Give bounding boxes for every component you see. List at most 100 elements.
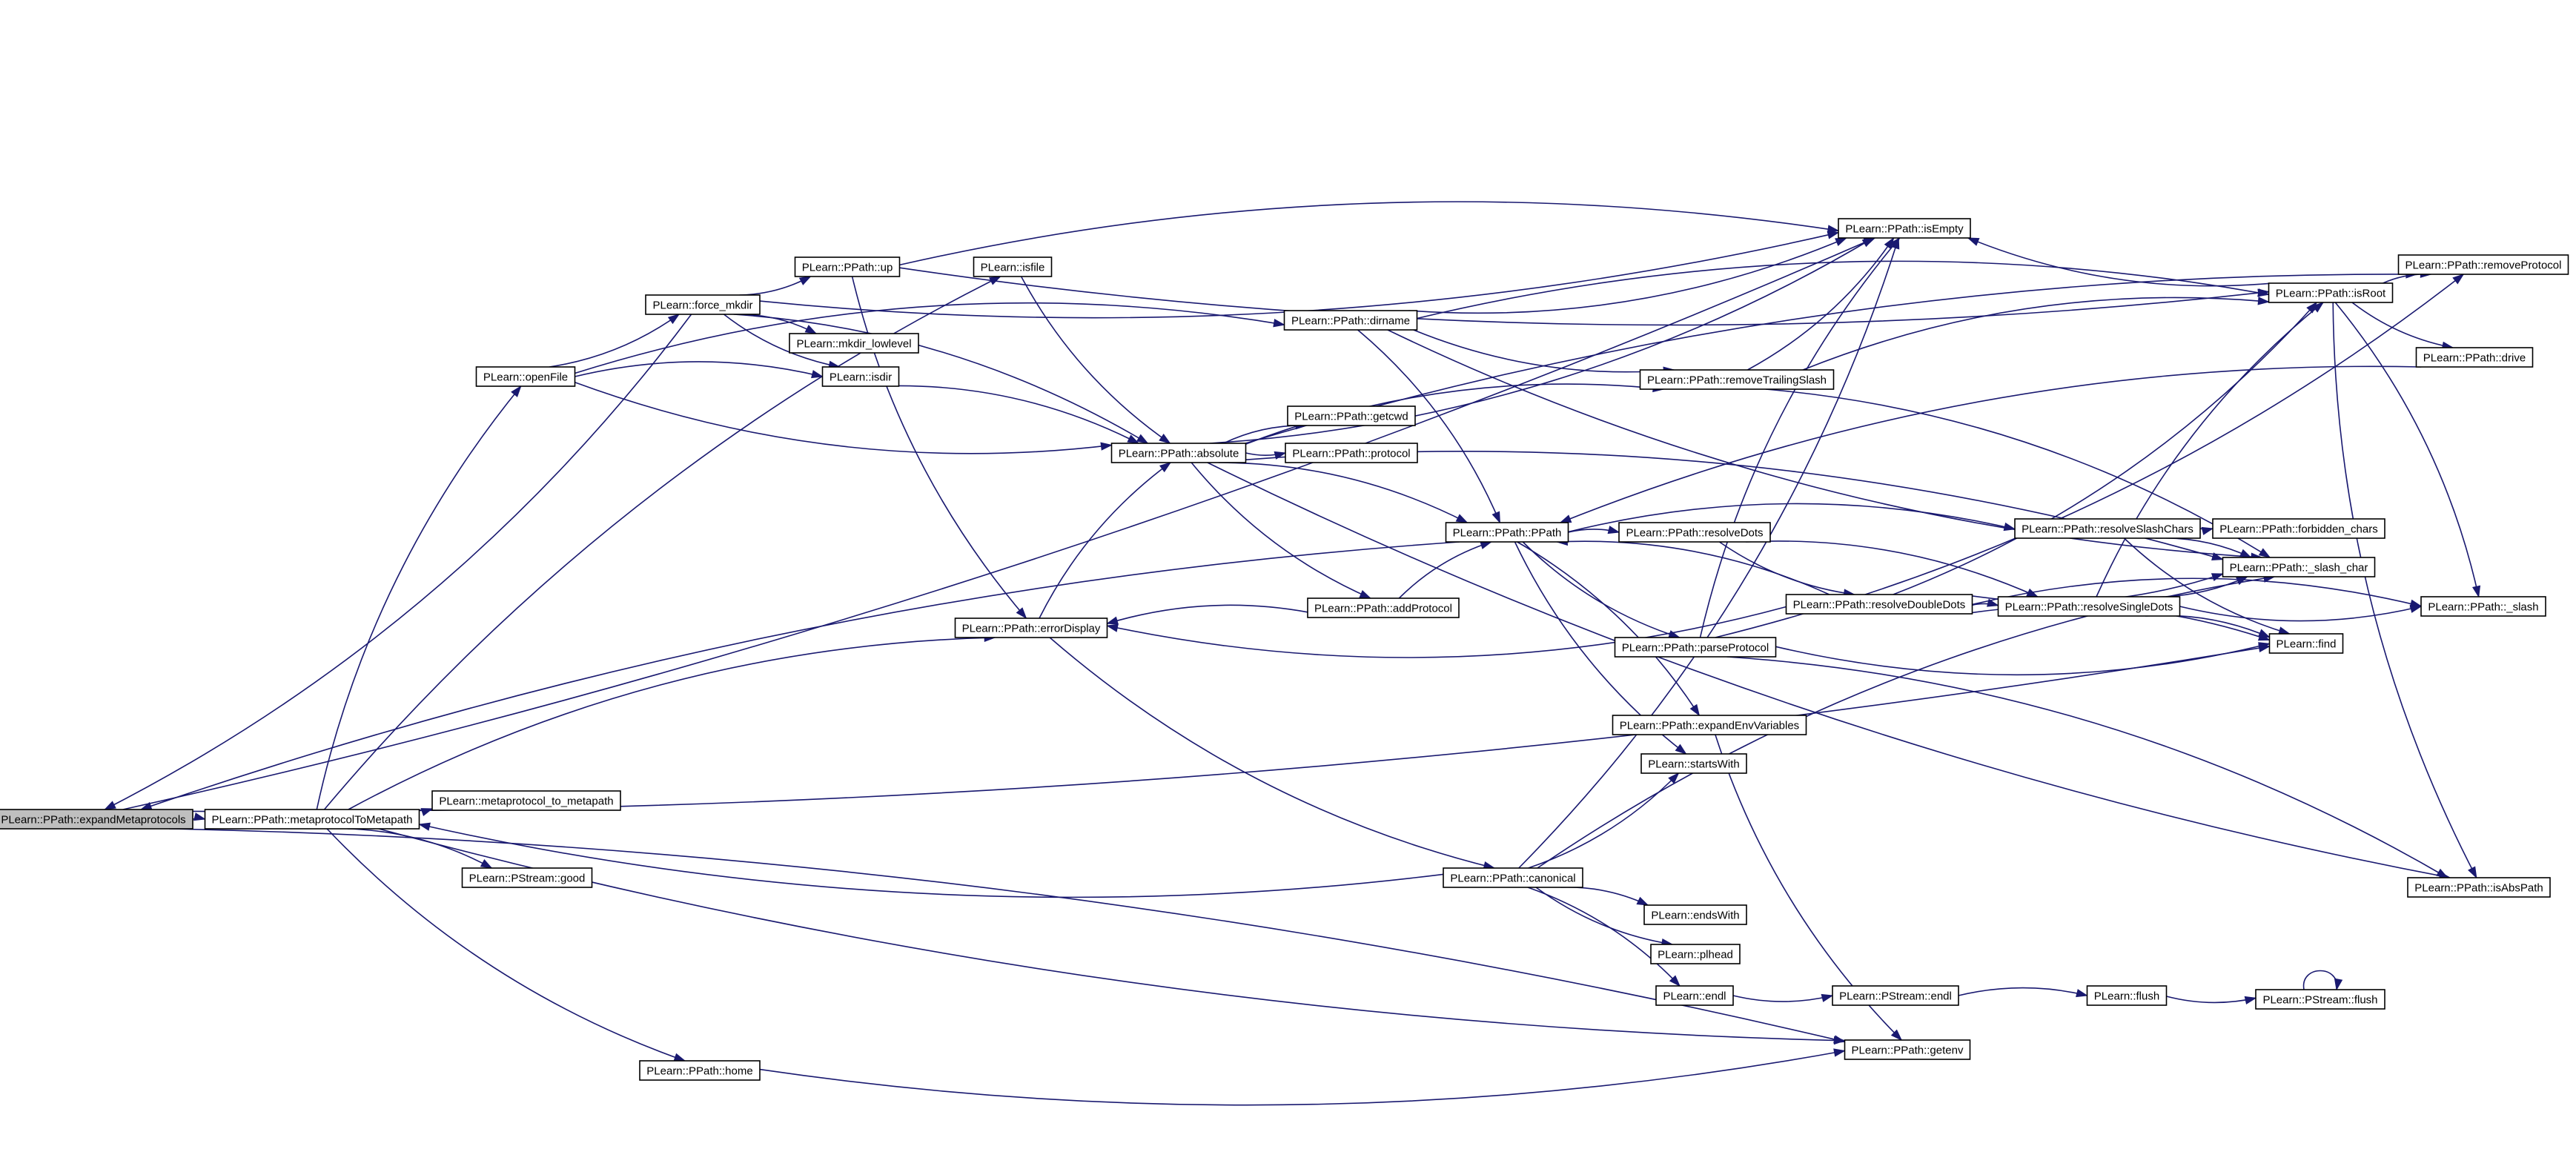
node-is-abs-path[interactable]: PLearn::PPath::isAbsPath bbox=[2407, 877, 2551, 898]
arrowhead bbox=[1668, 772, 1680, 784]
arrowhead bbox=[1491, 511, 1500, 524]
node-label: PLearn::endsWith bbox=[1651, 910, 1739, 922]
node-is-empty[interactable]: PLearn::PPath::isEmpty bbox=[1838, 218, 1971, 239]
arrowhead bbox=[1359, 589, 1372, 599]
node-endl[interactable]: PLearn::endl bbox=[1655, 985, 1734, 1006]
node-box bbox=[1307, 597, 1460, 618]
node-metaprotocol-to-metapath[interactable]: PLearn::metaprotocol_to_metapath bbox=[431, 790, 621, 811]
node-forbidden-chars[interactable]: PLearn::PPath::forbidden_chars bbox=[2212, 518, 2385, 539]
node-ps-flush[interactable]: PLearn::PStream::flush bbox=[2255, 989, 2385, 1010]
node-starts-with[interactable]: PLearn::startsWith bbox=[1640, 753, 1747, 774]
node-getcwd[interactable]: PLearn::PPath::getcwd bbox=[1287, 405, 1416, 426]
node-box bbox=[1639, 369, 1835, 390]
node-box bbox=[2212, 518, 2385, 539]
node-error-display[interactable]: PLearn::PPath::errorDisplay bbox=[954, 618, 1108, 638]
arrowhead bbox=[2003, 522, 2016, 532]
node-box bbox=[789, 333, 919, 354]
node-canonical[interactable]: PLearn::PPath::canonical bbox=[1443, 867, 1583, 888]
node-dirname[interactable]: PLearn::PPath::dirname bbox=[1283, 310, 1418, 331]
edge-ppath-to-parse-protocol bbox=[1522, 541, 1680, 638]
node-box bbox=[431, 790, 621, 811]
node-open-file[interactable]: PLearn::openFile bbox=[475, 366, 576, 387]
node-force-mkdir[interactable]: PLearn::force_mkdir bbox=[645, 294, 761, 315]
node-label: PLearn::PPath::isAbsPath bbox=[2414, 882, 2543, 895]
node-label: PLearn::PPath::drive bbox=[2423, 352, 2526, 365]
node-resolve-single-dots[interactable]: PLearn::PPath::resolveSingleDots bbox=[1997, 596, 2181, 617]
edge-isdir-to-absolute bbox=[898, 385, 1139, 444]
edge-absolute-to-is-empty bbox=[1209, 237, 1874, 444]
arrowhead bbox=[1106, 623, 1119, 632]
node-drive[interactable]: PLearn::PPath::drive bbox=[2415, 347, 2534, 368]
node-box bbox=[1618, 522, 1771, 543]
arrowhead bbox=[2471, 585, 2481, 598]
node-metaprotocol-to-metapath[interactable]: PLearn::PPath::metaprotocolToMetapath bbox=[204, 809, 420, 830]
node-expand-env-variables[interactable]: PLearn::PPath::expandEnvVariables bbox=[1612, 715, 1807, 735]
node-is-root[interactable]: PLearn::PPath::isRoot bbox=[2268, 282, 2394, 303]
edge-metaprotocol-to-metapath-to-home bbox=[326, 828, 686, 1062]
node-label: PLearn::PPath::up bbox=[802, 262, 893, 274]
node-box bbox=[2222, 557, 2376, 577]
node-resolve-slash-chars[interactable]: PLearn::PPath::resolveSlashChars bbox=[2014, 518, 2201, 539]
node-box bbox=[1287, 405, 1416, 426]
node-label: PLearn::PPath::removeTrailingSlash bbox=[1647, 374, 1827, 387]
arrowhead bbox=[2244, 996, 2257, 1005]
edge-canonical-to-ends-with bbox=[1560, 887, 1649, 906]
node-label: PLearn::PPath::errorDisplay bbox=[962, 623, 1101, 635]
node-add-protocol[interactable]: PLearn::PPath::addProtocol bbox=[1307, 597, 1460, 618]
node-flush[interactable]: PLearn::flush bbox=[2086, 985, 2168, 1006]
node-isdir[interactable]: PLearn::isdir bbox=[821, 366, 900, 387]
node-ppath[interactable]: PLearn::PPath::PPath bbox=[1445, 522, 1569, 543]
edge-ppath-to-expand-metaprotocols bbox=[140, 541, 1460, 810]
node-box bbox=[1785, 594, 1973, 615]
edge-resolve-single-dots-to-slash bbox=[2179, 606, 2422, 622]
node-box bbox=[2086, 985, 2168, 1006]
arrowhead bbox=[1891, 236, 1900, 250]
node-ps-endl[interactable]: PLearn::PStream::endl bbox=[1832, 985, 1959, 1006]
node-home[interactable]: PLearn::PPath::home bbox=[639, 1060, 761, 1081]
node-isfile[interactable]: PLearn::isfile bbox=[973, 256, 1053, 277]
node-box bbox=[1283, 310, 1418, 331]
node-label: PLearn::flush bbox=[2094, 990, 2159, 1003]
arrowhead bbox=[511, 385, 522, 397]
node-label: PLearn::PPath::resolveDoubleDots bbox=[1793, 599, 1966, 612]
arrowhead bbox=[1890, 1029, 1903, 1042]
arrowhead bbox=[1455, 514, 1469, 523]
arrowhead bbox=[1967, 237, 1980, 246]
node-slash-char[interactable]: PLearn::PPath::_slash_char bbox=[2222, 557, 2376, 577]
edge-resolve-single-dots-to-is-root bbox=[2096, 302, 2324, 597]
edge-canonical-to-is-empty bbox=[1518, 237, 1899, 869]
edge-force-mkdir-to-is-empty bbox=[759, 231, 1839, 319]
node-label: PLearn::PPath::canonical bbox=[1450, 873, 1575, 885]
edge-add-protocol-to-ppath bbox=[1398, 541, 1491, 599]
node-remove-trailing-slash[interactable]: PLearn::PPath::removeTrailingSlash bbox=[1639, 369, 1835, 390]
node-parse-protocol[interactable]: PLearn::PPath::parseProtocol bbox=[1614, 637, 1777, 658]
node-box bbox=[1285, 443, 1418, 463]
node-plhead[interactable]: PLearn::plhead bbox=[1650, 944, 1741, 964]
arrowhead bbox=[2258, 548, 2271, 558]
node-resolve-double-dots[interactable]: PLearn::PPath::resolveDoubleDots bbox=[1785, 594, 1973, 615]
node-good[interactable]: PLearn::PStream::good bbox=[461, 867, 593, 888]
arrowhead bbox=[2452, 274, 2465, 285]
node-mkdir-lowlevel[interactable]: PLearn::mkdir_lowlevel bbox=[789, 333, 919, 354]
arrowhead bbox=[2468, 866, 2477, 879]
node-ends-with[interactable]: PLearn::endsWith bbox=[1643, 904, 1747, 925]
node-expand-metaprotocols[interactable]: PLearn::PPath::expandMetaprotocols bbox=[0, 809, 193, 830]
node-remove-protocol[interactable]: PLearn::PPath::removeProtocol bbox=[2397, 254, 2569, 275]
edge-layer bbox=[104, 201, 2481, 1106]
node-up[interactable]: PLearn::PPath::up bbox=[794, 256, 901, 277]
arrowhead bbox=[480, 859, 493, 869]
node-find[interactable]: PLearn::find bbox=[2268, 633, 2344, 654]
edge-resolve-double-dots-to-is-root bbox=[1893, 302, 2317, 595]
node-getenv[interactable]: PLearn::PPath::getenv bbox=[1844, 1039, 1971, 1060]
node-absolute[interactable]: PLearn::PPath::absolute bbox=[1110, 443, 1247, 463]
node-label: PLearn::PStream::flush bbox=[2262, 994, 2377, 1007]
node-slash[interactable]: PLearn::PPath::_slash bbox=[2420, 596, 2546, 617]
node-resolve-dots[interactable]: PLearn::PPath::resolveDots bbox=[1618, 522, 1771, 543]
node-box bbox=[0, 809, 193, 830]
node-label: PLearn::metaprotocol_to_metapath bbox=[439, 795, 613, 808]
edge-expand-metaprotocols-to-is-empty bbox=[122, 237, 1875, 810]
arrowhead bbox=[2211, 573, 2224, 582]
node-box bbox=[475, 366, 576, 387]
node-label: PLearn::PPath::expandEnvVariables bbox=[1620, 720, 1799, 732]
node-protocol[interactable]: PLearn::PPath::protocol bbox=[1285, 443, 1418, 463]
